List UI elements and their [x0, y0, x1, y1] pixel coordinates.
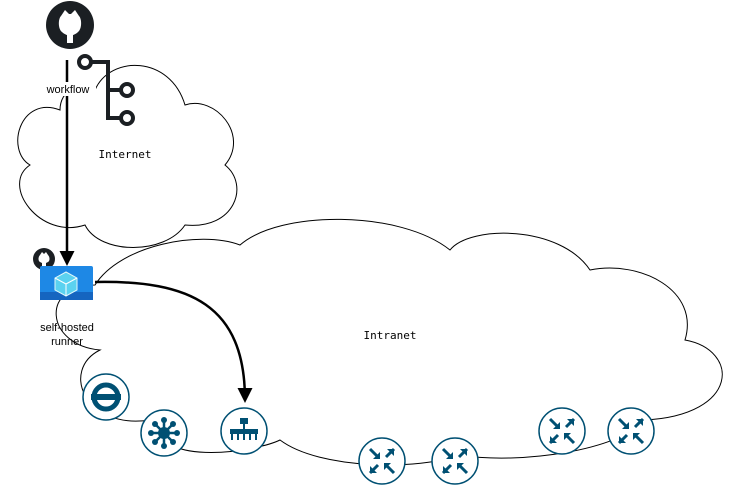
switch-node-icon — [220, 407, 268, 455]
router-icon — [607, 407, 655, 455]
router-icon — [358, 437, 406, 485]
workflow-branch-icon — [77, 54, 135, 126]
runner-label-line1: self-hosted — [40, 322, 94, 334]
virtual-machine-icon — [40, 266, 93, 300]
router-icon — [538, 407, 586, 455]
runner-github-icon — [33, 248, 55, 270]
hub-node-icon — [140, 409, 188, 457]
intranet-label: Intranet — [364, 329, 417, 342]
ring-node-icon — [82, 373, 130, 421]
internet-cloud — [17, 64, 238, 248]
workflow-label: workflow — [46, 84, 90, 96]
internet-label: Internet — [99, 148, 152, 161]
runner-label-line2: runner — [51, 336, 83, 348]
router-icon — [431, 437, 479, 485]
runner-to-switch-arrow — [94, 280, 253, 403]
github-icon — [46, 1, 94, 49]
